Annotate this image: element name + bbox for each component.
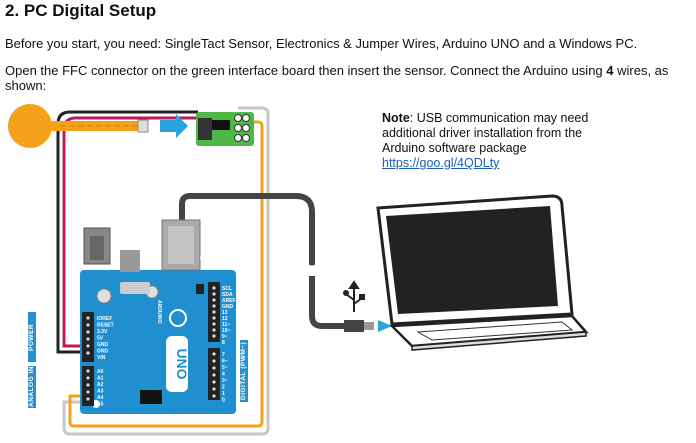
uno-logo: UNO <box>166 336 190 392</box>
pin-label: 12 <box>222 316 228 322</box>
digital-pin-labels: 76~5~43~210 <box>222 352 228 404</box>
intro-text: Before you start, you need: SingleTact S… <box>5 36 638 51</box>
pin-label: GND <box>222 304 234 310</box>
pin-label: A1 <box>97 376 104 382</box>
usb-plug <box>344 320 364 332</box>
pin-label: 7 <box>222 352 225 358</box>
pin-label: A2 <box>97 382 104 388</box>
pin-label: IOREF <box>97 316 112 322</box>
gray-wire <box>62 106 270 436</box>
pin-label: AREF <box>222 298 236 304</box>
driver-link[interactable]: https://goo.gl/4QDLty <box>382 156 500 170</box>
pin-label: A3 <box>97 389 104 395</box>
board-model: UNO <box>174 348 190 379</box>
usb-cable <box>179 193 315 266</box>
pin-label: 4 <box>222 372 225 378</box>
pin-label: GND <box>97 349 109 355</box>
pin-label: A0 <box>97 369 104 375</box>
laptop <box>376 194 589 351</box>
pin-label: 6~ <box>222 359 228 365</box>
wire-count: 4 <box>606 63 614 78</box>
pin-label: SCL <box>222 286 232 292</box>
usb-arrow <box>378 320 392 332</box>
pin-label: RESET <box>97 323 114 329</box>
note-label: Note <box>382 111 410 125</box>
orange-wire <box>68 120 264 428</box>
pin-label: 3.3V <box>97 329 108 335</box>
insert-arrow <box>160 114 188 138</box>
interface-board <box>196 112 254 146</box>
pin-label: A4 <box>97 395 104 401</box>
instruction-text: Open the FFC connector on the green inte… <box>5 63 691 93</box>
pin-label: 9~ <box>222 334 228 340</box>
usb-icon <box>343 280 365 312</box>
board-brand: ARDUINO <box>156 300 162 323</box>
pin-label: A5 <box>97 402 104 408</box>
analog-side-label: ANALOG IN <box>28 366 36 408</box>
pin-label: 3~ <box>222 378 228 384</box>
pin-label: 5~ <box>222 365 228 371</box>
power-side-label: POWER <box>28 312 36 362</box>
note-text: : USB communication may need additional … <box>382 111 589 155</box>
pin-label: 5V <box>97 336 104 342</box>
usb-note: Note: USB communication may need additio… <box>382 111 622 171</box>
pin-label: 8 <box>222 340 225 346</box>
pin-label: SDA <box>222 292 233 298</box>
pin-label: 1 <box>222 391 225 397</box>
pin-label: 13 <box>222 310 228 316</box>
digital-side-label: DIGITAL (PWM~) <box>240 340 248 402</box>
sensor-tail <box>48 121 140 131</box>
instruction-post: wires, as shown: <box>5 63 669 93</box>
pin-label: 11~ <box>222 322 230 328</box>
page-heading: 2. PC Digital Setup <box>5 1 157 20</box>
pin-label: VIN <box>97 355 106 361</box>
instruction-pre: Open the FFC connector on the green inte… <box>5 63 607 78</box>
pin-label: GND <box>97 342 109 348</box>
pin-label: 10~ <box>222 328 231 334</box>
pin-label: 2 <box>222 385 225 391</box>
sensor-pad <box>8 104 52 148</box>
pin-label: 0 <box>222 398 225 404</box>
